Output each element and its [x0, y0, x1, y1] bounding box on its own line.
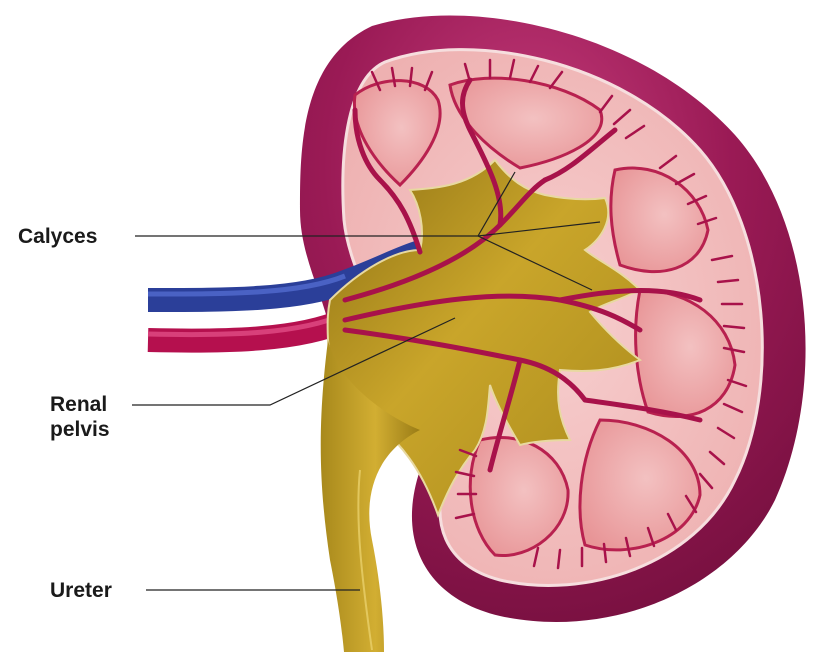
label-renal-pelvis: Renal pelvis: [50, 392, 110, 442]
label-renal-pelvis-line2: pelvis: [50, 417, 110, 442]
label-calyces: Calyces: [18, 224, 97, 249]
label-renal-pelvis-line1: Renal: [50, 392, 110, 417]
label-ureter: Ureter: [50, 578, 112, 603]
